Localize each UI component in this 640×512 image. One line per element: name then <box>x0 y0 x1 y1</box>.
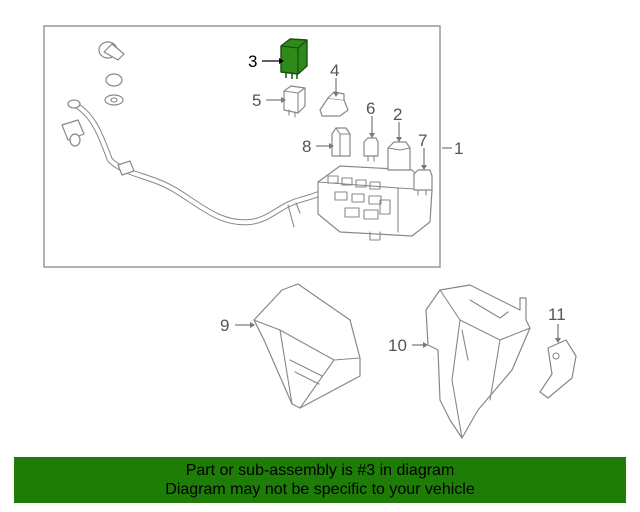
bracket-part-4 <box>319 91 349 117</box>
callout-11: 11 <box>548 305 566 324</box>
callout-7: 7 <box>418 131 427 150</box>
callout-4: 4 <box>330 61 339 80</box>
relay-part-2 <box>387 141 411 171</box>
bracket-part-11 <box>539 339 577 399</box>
callout-3[interactable]: 3 <box>248 52 257 71</box>
relay-part-3[interactable] <box>280 38 308 79</box>
parts-diagram: 3 4 5 6 2 8 7 1 9 10 11 <box>43 25 577 439</box>
assembly-frame <box>43 25 441 268</box>
callout-6: 6 <box>366 99 375 118</box>
callout-5: 5 <box>252 91 261 110</box>
relay-part-8 <box>331 127 351 157</box>
relay-part-6 <box>363 137 379 162</box>
callout-9: 9 <box>220 316 229 335</box>
fuse-box <box>317 165 433 241</box>
cover-part-9 <box>253 283 361 409</box>
lower-case-part-10 <box>425 284 531 439</box>
info-banner: Part or sub-assembly is #3 in diagram Di… <box>14 457 626 503</box>
banner-line-disclaimer: Diagram may not be specific to your vehi… <box>165 481 475 498</box>
leader-lines <box>235 58 561 348</box>
callout-2: 2 <box>393 105 402 124</box>
relay-part-5 <box>283 85 306 118</box>
callout-8: 8 <box>302 137 311 156</box>
relay-part-7 <box>413 169 433 196</box>
grommet <box>98 41 125 106</box>
wiring-harness <box>61 99 343 228</box>
banner-line-part: Part or sub-assembly is #3 in diagram <box>185 462 455 479</box>
callout-1: 1 <box>454 139 463 158</box>
callout-10: 10 <box>388 336 407 355</box>
